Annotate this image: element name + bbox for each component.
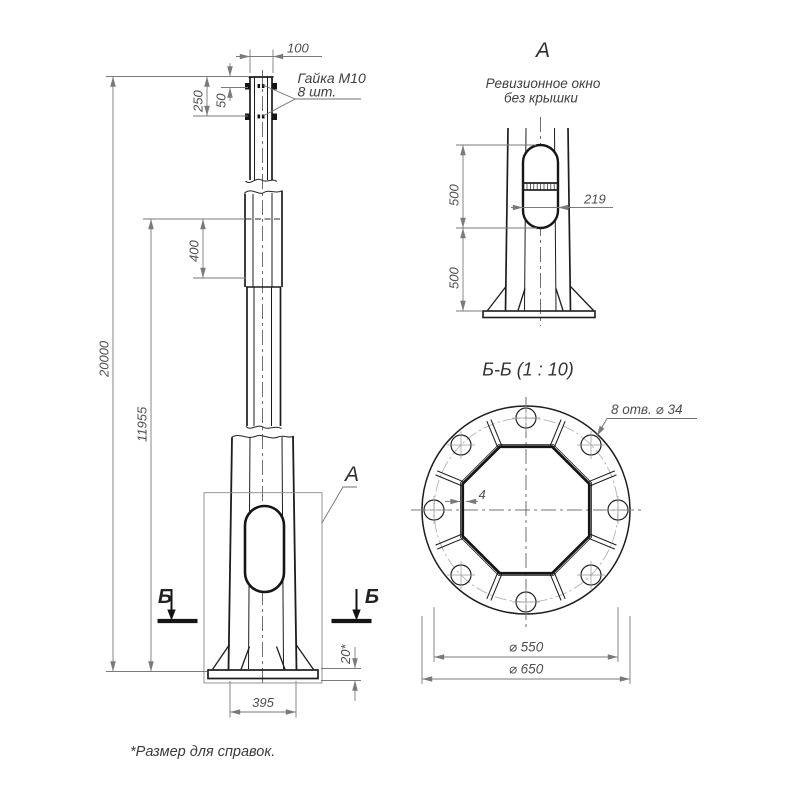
bolt-hole: [577, 561, 605, 589]
section-arrow-left: [167, 609, 176, 621]
octagon-shaft-wall: [461, 445, 591, 575]
dim-window-width: 219: [583, 192, 606, 207]
dim-top-offset-outer: 250: [191, 90, 206, 113]
view-a-marker-letter: А: [343, 463, 359, 486]
dim-height-to-joint: 11955: [135, 406, 150, 442]
view-a-dimensions: 500 500 219: [447, 144, 613, 312]
view-a-column: [482, 127, 596, 319]
holes-label: 8 отв. ⌀ 34: [611, 402, 682, 417]
nuts-m10: [245, 83, 277, 120]
bolt-hole: [577, 431, 605, 459]
section-bb: Б-Б (1 : 10): [411, 360, 697, 684]
view-a: А Ревизионное окно без крышки: [447, 39, 613, 326]
break-line: [231, 435, 295, 439]
bolt-hole: [512, 404, 540, 432]
bolt-hole: [447, 561, 475, 589]
pole-joint-sleeve: [244, 190, 283, 288]
section-bb-title: Б-Б (1 : 10): [482, 360, 573, 380]
bolt-hole: [604, 496, 632, 524]
nut-label-line1: Гайка М10: [298, 70, 366, 86]
bolt-hole: [447, 431, 475, 459]
section-arrow-right: [352, 609, 361, 621]
nut-label-line2: 8 шт.: [298, 84, 337, 100]
footnote: *Размер для справок.: [130, 744, 275, 760]
dim-plate-thickness: 20*: [338, 644, 353, 665]
pole-base-column: [207, 435, 319, 680]
section-letter-left: Б: [158, 586, 172, 608]
main-view: А Б Б 100 250: [97, 41, 379, 718]
view-a-title: А: [534, 39, 550, 62]
view-a-leader: [321, 486, 357, 524]
main-view-dimensions: 100 250 50 400 11955 20000: [97, 41, 361, 718]
bolt-hole: [512, 588, 540, 616]
octagon-outer-surface: [459, 443, 592, 576]
bolt-holes: [420, 404, 632, 616]
nut-callout: Гайка М10 8 шт.: [262, 70, 366, 117]
dim-total-height: 20000: [97, 340, 112, 378]
view-a-subtitle-1: Ревизионное окно: [486, 76, 601, 91]
break-line: [245, 425, 282, 429]
section-bb-dimensions: 4 ⌀ 550 ⌀ 650: [421, 487, 631, 684]
flange-gussets: [435, 419, 617, 601]
terminal-strip: [522, 182, 559, 191]
pole-lower-tube: [245, 287, 282, 429]
bolt-hole: [420, 496, 448, 524]
dim-base-width: 395: [252, 695, 274, 710]
pole-top-tube: [245, 76, 278, 183]
dim-bolt-circle: ⌀ 550: [509, 640, 544, 655]
dim-overlap: 400: [187, 240, 202, 262]
break-line: [244, 190, 283, 194]
section-letter-right: Б: [365, 586, 379, 608]
dim-window-bottom-offset: 500: [447, 267, 462, 289]
view-a-base-plate: [482, 310, 596, 319]
base-plate: [207, 669, 319, 680]
dim-top-offset-inner: 50: [214, 93, 229, 108]
dim-flange-diameter: ⌀ 650: [509, 662, 544, 677]
view-a-box: [203, 492, 323, 684]
dim-top-width: 100: [287, 41, 309, 56]
dim-window-top-offset: 500: [447, 184, 462, 206]
view-a-subtitle-2: без крышки: [504, 91, 578, 106]
break-line: [245, 178, 278, 183]
revision-window-opening: [243, 504, 286, 594]
section-cut-markers: Б Б: [157, 586, 379, 624]
view-a-reference: А: [203, 463, 359, 684]
dim-wall-thickness: 4: [479, 487, 486, 502]
holes-callout: 8 отв. ⌀ 34: [596, 402, 697, 437]
